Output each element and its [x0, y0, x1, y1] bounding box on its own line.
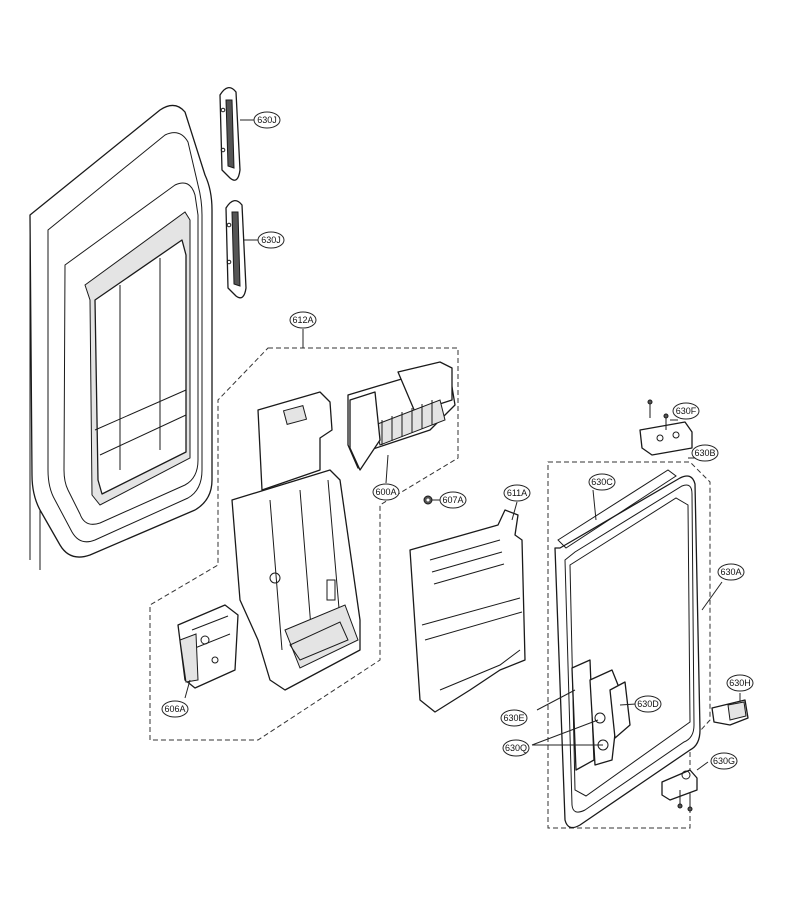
callout-630a: 630A	[717, 563, 745, 581]
callout-630c: 630C	[588, 473, 616, 491]
callout-611a: 611A	[503, 484, 531, 502]
callout-630g: 630G	[710, 752, 738, 770]
callout-630h: 630H	[726, 674, 754, 692]
callout-630f-label: 630F	[676, 406, 697, 416]
door-panel	[29, 104, 213, 570]
bracket-606a	[177, 604, 239, 689]
callout-606a: 606A	[161, 700, 189, 718]
callout-607a-label: 607A	[442, 495, 463, 505]
callout-600a: 600A	[372, 483, 400, 501]
bracket-630h	[711, 699, 749, 726]
screw-607a	[423, 495, 433, 505]
callout-630q: 630Q	[502, 739, 530, 757]
callout-630f: 630F	[672, 402, 700, 420]
gasket-630j-bottom	[225, 200, 247, 299]
callout-630j-top-label: 630J	[257, 115, 277, 125]
hinge-bracket-630g	[661, 769, 698, 812]
callout-630h-label: 630H	[729, 678, 751, 688]
callout-630d: 630D	[634, 695, 662, 713]
hinge-630f	[639, 399, 693, 456]
callout-612a-label: 612A	[292, 315, 313, 325]
hinge-assembly-630d	[571, 659, 631, 771]
callout-630j-bottom: 630J	[257, 231, 285, 249]
callout-600a-label: 600A	[375, 487, 396, 497]
callout-612a: 612A	[289, 311, 317, 329]
callout-630a-label: 630A	[720, 567, 741, 577]
callout-630b-label: 630B	[694, 448, 715, 458]
callout-607a: 607A	[439, 491, 467, 509]
dispenser-door-630a	[554, 469, 701, 829]
callout-630j-bottom-label: 630J	[261, 235, 281, 245]
callout-630e: 630E	[500, 709, 528, 727]
dispenser-housing	[231, 391, 361, 691]
callout-630j-top: 630J	[253, 111, 281, 129]
callout-606a-label: 606A	[164, 704, 185, 714]
callout-611a-label: 611A	[507, 488, 527, 498]
callout-630q-label: 630Q	[505, 743, 527, 753]
cover-611a	[409, 509, 526, 713]
leader-lines	[184, 119, 741, 771]
assembly-outline-612a	[149, 347, 459, 741]
callout-630b: 630B	[691, 444, 719, 462]
callout-630g-label: 630G	[713, 756, 735, 766]
callout-630c-label: 630C	[591, 477, 613, 487]
callout-630d-label: 630D	[637, 699, 659, 709]
callout-630e-label: 630E	[503, 713, 524, 723]
ice-maker-600a	[347, 361, 456, 471]
gasket-630j-top	[219, 87, 241, 181]
